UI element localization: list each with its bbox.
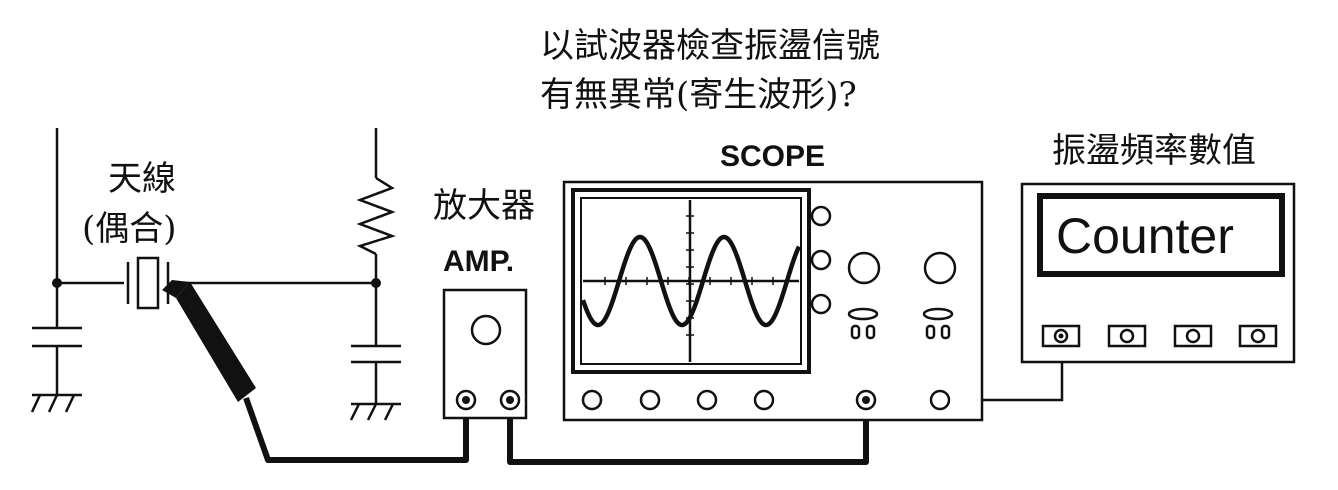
antenna-label: 天線 bbox=[108, 159, 176, 199]
amplifier-box bbox=[442, 288, 528, 420]
sine-waveform bbox=[580, 234, 802, 328]
counter-button-4 bbox=[1238, 324, 1278, 348]
scope-bottom-knob-4 bbox=[753, 389, 775, 411]
scope-small-knob-3 bbox=[810, 293, 832, 315]
counter-label: 振盪頻率數值 bbox=[1052, 131, 1256, 171]
scope-bottom-knob-2 bbox=[639, 389, 661, 411]
amp-gain-knob bbox=[470, 314, 502, 346]
scope-bottom-knob-3 bbox=[696, 389, 718, 411]
antenna-coupling-label: (偶合) bbox=[82, 209, 177, 249]
left-ground-icon bbox=[30, 393, 82, 413]
crystal-icon bbox=[126, 256, 170, 310]
scope-large-knob-1 bbox=[847, 251, 881, 285]
right-ground-icon bbox=[349, 402, 401, 421]
counter-display-text: Counter bbox=[1056, 208, 1234, 264]
counter-display-frame bbox=[1037, 193, 1285, 277]
scope-large-knob-2 bbox=[923, 251, 957, 285]
scope-tag: SCOPE bbox=[720, 140, 825, 173]
scope-bottom-knob-1 bbox=[581, 389, 603, 411]
amp-tag: AMP. bbox=[443, 245, 514, 278]
scope-small-knob-2 bbox=[810, 249, 832, 271]
counter-button-2 bbox=[1107, 324, 1147, 348]
counter-button-1 bbox=[1041, 324, 1081, 348]
oscilloscope bbox=[562, 180, 984, 422]
scope-small-knob-1 bbox=[810, 205, 832, 227]
counter-button-3 bbox=[1173, 324, 1213, 348]
probe-cable bbox=[243, 396, 469, 463]
scope-switch-1 bbox=[847, 307, 879, 340]
right-junction-dot bbox=[371, 278, 381, 288]
resistor-icon bbox=[356, 176, 396, 256]
frequency-counter: Counter bbox=[1020, 182, 1296, 364]
title-line-2: 有無異常(寄生波形)? bbox=[540, 75, 857, 115]
scope-bottom-knob-5 bbox=[929, 389, 951, 411]
amp-to-scope-cable bbox=[507, 400, 869, 465]
left-circuit bbox=[30, 128, 401, 421]
probe-icon bbox=[162, 280, 256, 402]
amplifier-label: 放大器 bbox=[433, 186, 535, 226]
scope-switch-2 bbox=[922, 307, 954, 340]
title-line-1: 以試波器檢查振盪信號 bbox=[540, 26, 880, 66]
graticule-ticks bbox=[604, 215, 774, 336]
